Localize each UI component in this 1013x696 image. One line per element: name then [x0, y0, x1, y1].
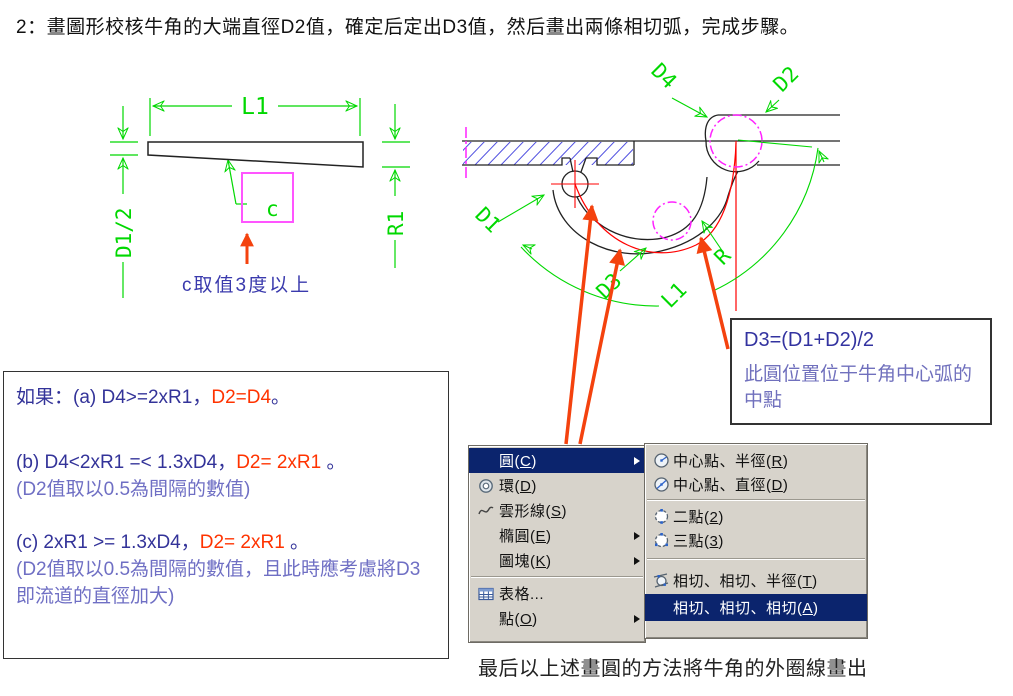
tangent-circles	[465, 114, 763, 241]
circle-center-diameter-icon	[649, 476, 673, 493]
menu-separator	[471, 576, 643, 578]
label-d2: D2	[769, 62, 804, 97]
menu-item-spline[interactable]: 雲形線(S)	[469, 498, 645, 523]
submenu-item-tan-tan-radius[interactable]: 相切、相切、半徑(T)	[645, 567, 867, 594]
label-r: R	[710, 243, 736, 269]
d2-circle	[709, 114, 763, 168]
condition-b-period: 。	[321, 452, 346, 473]
condition-b-note: (D2值取以0.5為間隔的數值)	[16, 479, 251, 500]
c-note-text: c取值3度以上	[182, 274, 311, 296]
submenu-item-two-point[interactable]: 二點(2)	[645, 504, 867, 528]
menu-item-donut-label: 環(D)	[499, 478, 537, 495]
left-dimension-lines	[110, 98, 410, 298]
menu-item-table-label: 表格...	[499, 586, 545, 603]
d3-note-box: D3=(D1+D2)/2 此圓位置位于牛角中心弧的中點	[730, 318, 992, 425]
submenu-item-center-radius-label: 中心點、半徑(R)	[673, 452, 789, 470]
menu-item-ellipse-label: 橢圓(E)	[499, 528, 552, 545]
arrow-to-d1	[564, 204, 599, 445]
menu-item-block-label: 圖塊(K)	[499, 553, 552, 570]
condition-c-result: D2= 2xR1	[199, 532, 285, 553]
circle-submenu: 中心點、半徑(R) 中心點、直徑(D) 二點(2) 三點(3) 相切	[644, 443, 868, 639]
condition-b-result: D2= 2xR1	[236, 452, 322, 473]
section-hatch	[463, 142, 633, 165]
label-d1-2: D1/2	[112, 207, 136, 258]
circle-two-point-icon	[649, 508, 673, 525]
condition-a-period: 。	[271, 387, 291, 408]
submenu-arrow-icon	[634, 456, 640, 465]
menu-item-circle[interactable]: 圓(C)	[469, 448, 645, 473]
submenu-arrow-icon	[634, 614, 640, 623]
label-d4: D4	[646, 59, 681, 94]
label-c: c	[266, 197, 279, 221]
menu-item-point[interactable]: 點(O)	[469, 606, 645, 631]
submenu-item-three-point[interactable]: 三點(3)	[645, 528, 867, 552]
submenu-item-tan-tan-radius-label: 相切、相切、半徑(T)	[673, 573, 818, 590]
submenu-arrow-icon	[634, 556, 640, 565]
label-r1: R1	[384, 211, 408, 236]
menu-item-block[interactable]: 圖塊(K)	[469, 548, 645, 573]
donut-icon	[473, 478, 499, 494]
right-dimension-labels: D4 D2 D1 D3 R L1	[470, 59, 803, 313]
arrow-to-arc	[578, 248, 625, 445]
menu-item-donut[interactable]: 環(D)	[469, 473, 645, 498]
red-construction	[551, 141, 737, 311]
d3-circle	[652, 201, 692, 241]
condition-c-period: 。	[284, 532, 310, 553]
d3-formula: D3=(D1+D2)/2	[744, 329, 875, 351]
menu-item-point-label: 點(O)	[499, 611, 538, 628]
right-drawing: D4 D2 D1 D3 R L1	[462, 59, 840, 313]
draft-angle-square	[241, 172, 294, 223]
table-icon	[473, 586, 499, 602]
submenu-item-three-point-label: 三點(3)	[673, 532, 724, 550]
callout-arrows	[564, 204, 730, 445]
condition-c: (c) 2xR1 >= 1.3xD4，D2= 2xR1 。	[16, 529, 436, 556]
menu-item-spline-label: 雲形線(S)	[499, 503, 568, 520]
submenu-item-two-point-label: 二點(2)	[673, 508, 724, 526]
circle-center-radius-icon	[649, 452, 673, 469]
submenu-item-tan-tan-tan[interactable]: 相切、相切、相切(A)	[645, 594, 867, 621]
arrow-to-d3-circle	[696, 236, 730, 350]
condition-b: (b) D4<2xR1 =< 1.3xD4，D2= 2xR1 。	[16, 449, 436, 476]
label-l1: L1	[241, 94, 269, 120]
submenu-arrow-icon	[634, 531, 640, 540]
condition-a: 如果：(a) D4>=2xR1，D2=D4。	[16, 384, 436, 411]
condition-c-text: (c) 2xR1 >= 1.3xD4，	[16, 532, 200, 553]
draw-menu: 圓(C) 環(D) 雲形線(S) 橢圓(E) 圖塊(K)	[468, 445, 646, 643]
menu-item-circle-label: 圓(C)	[499, 453, 537, 470]
menu-separator	[647, 558, 865, 560]
submenu-item-center-radius[interactable]: 中心點、半徑(R)	[645, 448, 867, 472]
condition-a-text: 如果：(a) D4>=2xR1，	[16, 387, 212, 408]
spline-icon	[473, 503, 499, 519]
submenu-item-center-diameter[interactable]: 中心點、直徑(D)	[645, 472, 867, 496]
label-l1-arc: L1	[657, 278, 692, 313]
submenu-item-tan-tan-tan-label: 相切、相切、相切(A)	[673, 600, 819, 617]
condition-c-note: (D2值取以0.5為間隔的數值，且此時應考慮將D3即流道的直徑加大)	[16, 559, 421, 607]
left-drawing: L1 D1/2 R1 c c取值3度以上	[110, 94, 410, 298]
submenu-item-center-diameter-label: 中心點、直徑(D)	[673, 476, 789, 494]
left-dimension-labels: L1 D1/2 R1 c	[112, 94, 408, 258]
circle-three-point-icon	[649, 532, 673, 549]
page-title: 2：畫圖形校核牛角的大端直徑D2值，確定后定出D3值，然后畫出兩條相切弧，完成步…	[16, 17, 800, 38]
center-crosshair	[551, 160, 599, 208]
condition-a-result: D2=D4	[211, 387, 272, 408]
bottom-caption: 最后以上述畫圓的方法將牛角的外圈線畫出	[478, 658, 868, 680]
condition-b-text: (b) D4<2xR1 =< 1.3xD4，	[16, 452, 237, 473]
menu-item-table[interactable]: 表格...	[469, 581, 645, 606]
d3-position-note: 此圓位置位于牛角中心弧的中點	[744, 364, 973, 411]
right-dimension-lines	[497, 97, 824, 307]
conditions-box: 如果：(a) D4>=2xR1，D2=D4。 (b) D4<2xR1 =< 1.…	[3, 371, 449, 659]
menu-item-ellipse[interactable]: 橢圓(E)	[469, 523, 645, 548]
menu-separator	[647, 499, 865, 501]
tapered-bar	[147, 141, 364, 168]
circle-tan-tan-radius-icon	[649, 572, 673, 589]
label-d1: D1	[470, 203, 505, 238]
